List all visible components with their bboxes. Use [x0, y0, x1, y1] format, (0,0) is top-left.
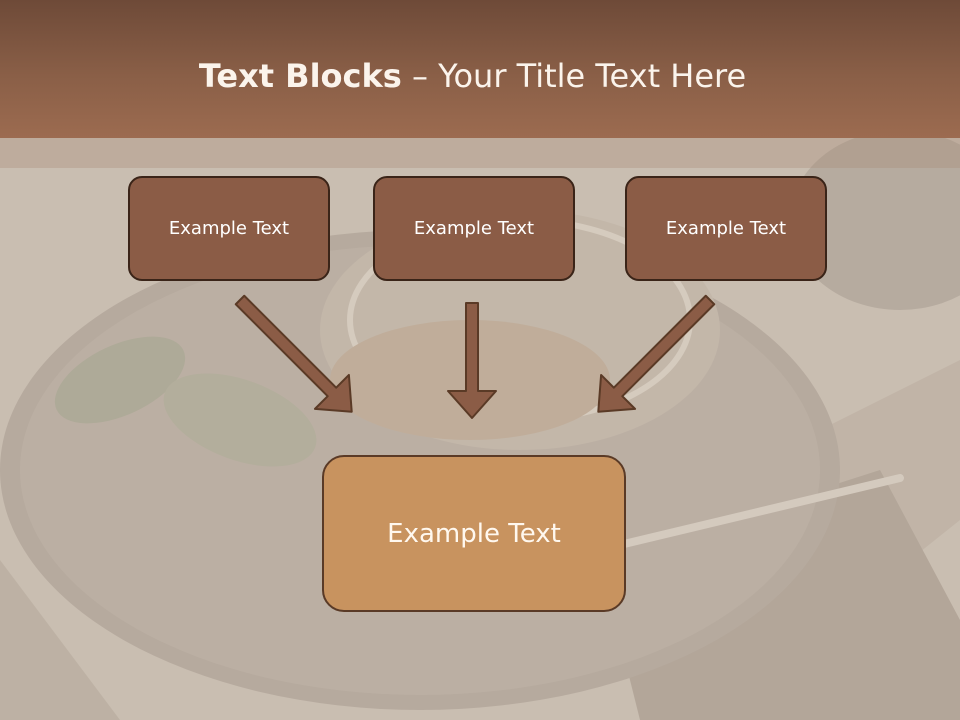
title-rest: Your Title Text Here	[438, 57, 747, 95]
arrow-center-icon	[447, 302, 497, 419]
text-block-3[interactable]: Example Text	[625, 176, 827, 281]
page-title: Text Blocks – Your Title Text Here	[0, 52, 945, 100]
arrow-left-icon	[234, 294, 353, 413]
title-dash: –	[401, 57, 439, 95]
text-block-1-label: Example Text	[168, 218, 290, 239]
title-band	[0, 138, 960, 168]
arrow-right-icon	[597, 294, 716, 413]
title-bar	[0, 0, 960, 138]
target-block[interactable]: Example Text	[322, 455, 626, 612]
text-block-2-label: Example Text	[413, 218, 535, 239]
text-block-3-label: Example Text	[665, 218, 787, 239]
text-block-1[interactable]: Example Text	[128, 176, 330, 281]
target-block-label: Example Text	[387, 518, 561, 549]
title-bold: Text Blocks	[198, 57, 402, 95]
text-block-2[interactable]: Example Text	[373, 176, 575, 281]
